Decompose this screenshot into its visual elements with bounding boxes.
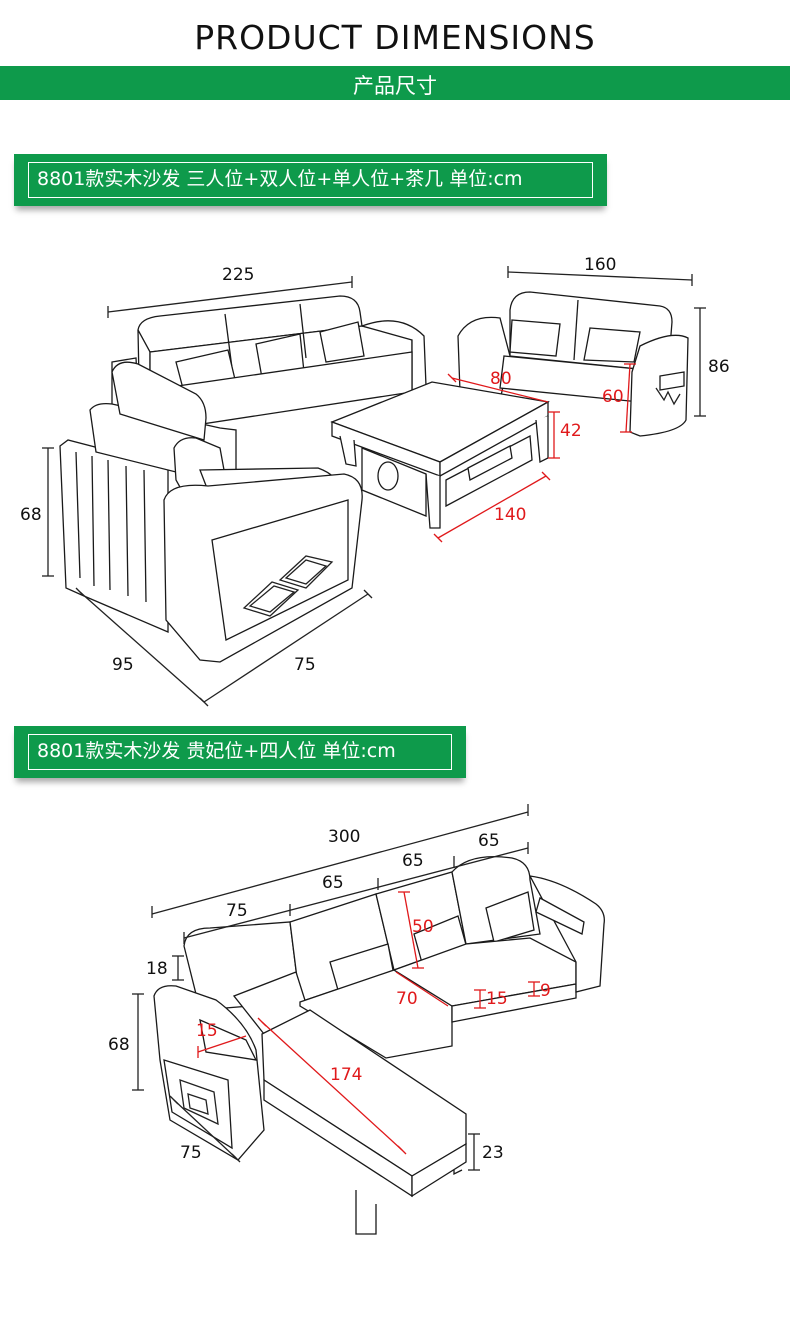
two-seat-sofa	[457, 291, 689, 437]
dim-seg-65a: 65	[322, 873, 344, 893]
section1-dimension-lines	[42, 266, 706, 707]
dim-single-width: 75	[294, 655, 316, 675]
dim-arm-width: 15	[196, 1021, 218, 1041]
subtitle: 产品尺寸	[353, 74, 437, 98]
dim-seat-thickness: 15	[486, 989, 508, 1009]
dim-seg-65b: 65	[402, 851, 424, 871]
sectional-sofa	[153, 855, 605, 1235]
dim-leg-height: 23	[482, 1143, 504, 1163]
page-title: PRODUCT DIMENSIONS	[194, 18, 596, 57]
three-seat-sofa	[111, 295, 427, 442]
subtitle-bar: 产品尺寸	[0, 66, 790, 100]
dim-chaise-length: 174	[330, 1065, 362, 1085]
dim-chaise-width: 75	[180, 1143, 202, 1163]
dim-two-seat-height: 86	[708, 357, 730, 377]
dim-total-length: 300	[328, 827, 360, 847]
coffee-table	[330, 381, 550, 529]
single-sofa	[59, 361, 363, 663]
dim-seg-75: 75	[226, 901, 248, 921]
dim-seat-gap: 9	[540, 981, 551, 1001]
dim-two-seat-width: 160	[584, 255, 616, 275]
section2-banner-text: 8801款实木沙发 贵妃位+四人位 单位:cm	[28, 734, 452, 770]
dim-arm-height: 68	[108, 1035, 130, 1055]
dim-three-seat-width: 225	[222, 265, 254, 285]
section2-banner: 8801款实木沙发 贵妃位+四人位 单位:cm	[14, 726, 466, 778]
dim-seg-65c: 65	[478, 831, 500, 851]
section1-banner-text: 8801款实木沙发 三人位+双人位+单人位+茶几 单位:cm	[28, 162, 593, 198]
dim-table-length: 140	[494, 505, 526, 525]
dim-table-width: 80	[490, 369, 512, 389]
section2-dimension-lines	[132, 804, 540, 1171]
dim-back-height: 50	[412, 917, 434, 937]
dim-single-height: 68	[20, 505, 42, 525]
section1-banner: 8801款实木沙发 三人位+双人位+单人位+茶几 单位:cm	[14, 154, 607, 206]
dim-table-height: 42	[560, 421, 582, 441]
dim-single-depth: 95	[112, 655, 134, 675]
dim-seat-depth: 60	[602, 387, 624, 407]
dim-seat-depth: 70	[396, 989, 418, 1009]
dim-back-cushion: 18	[146, 959, 168, 979]
